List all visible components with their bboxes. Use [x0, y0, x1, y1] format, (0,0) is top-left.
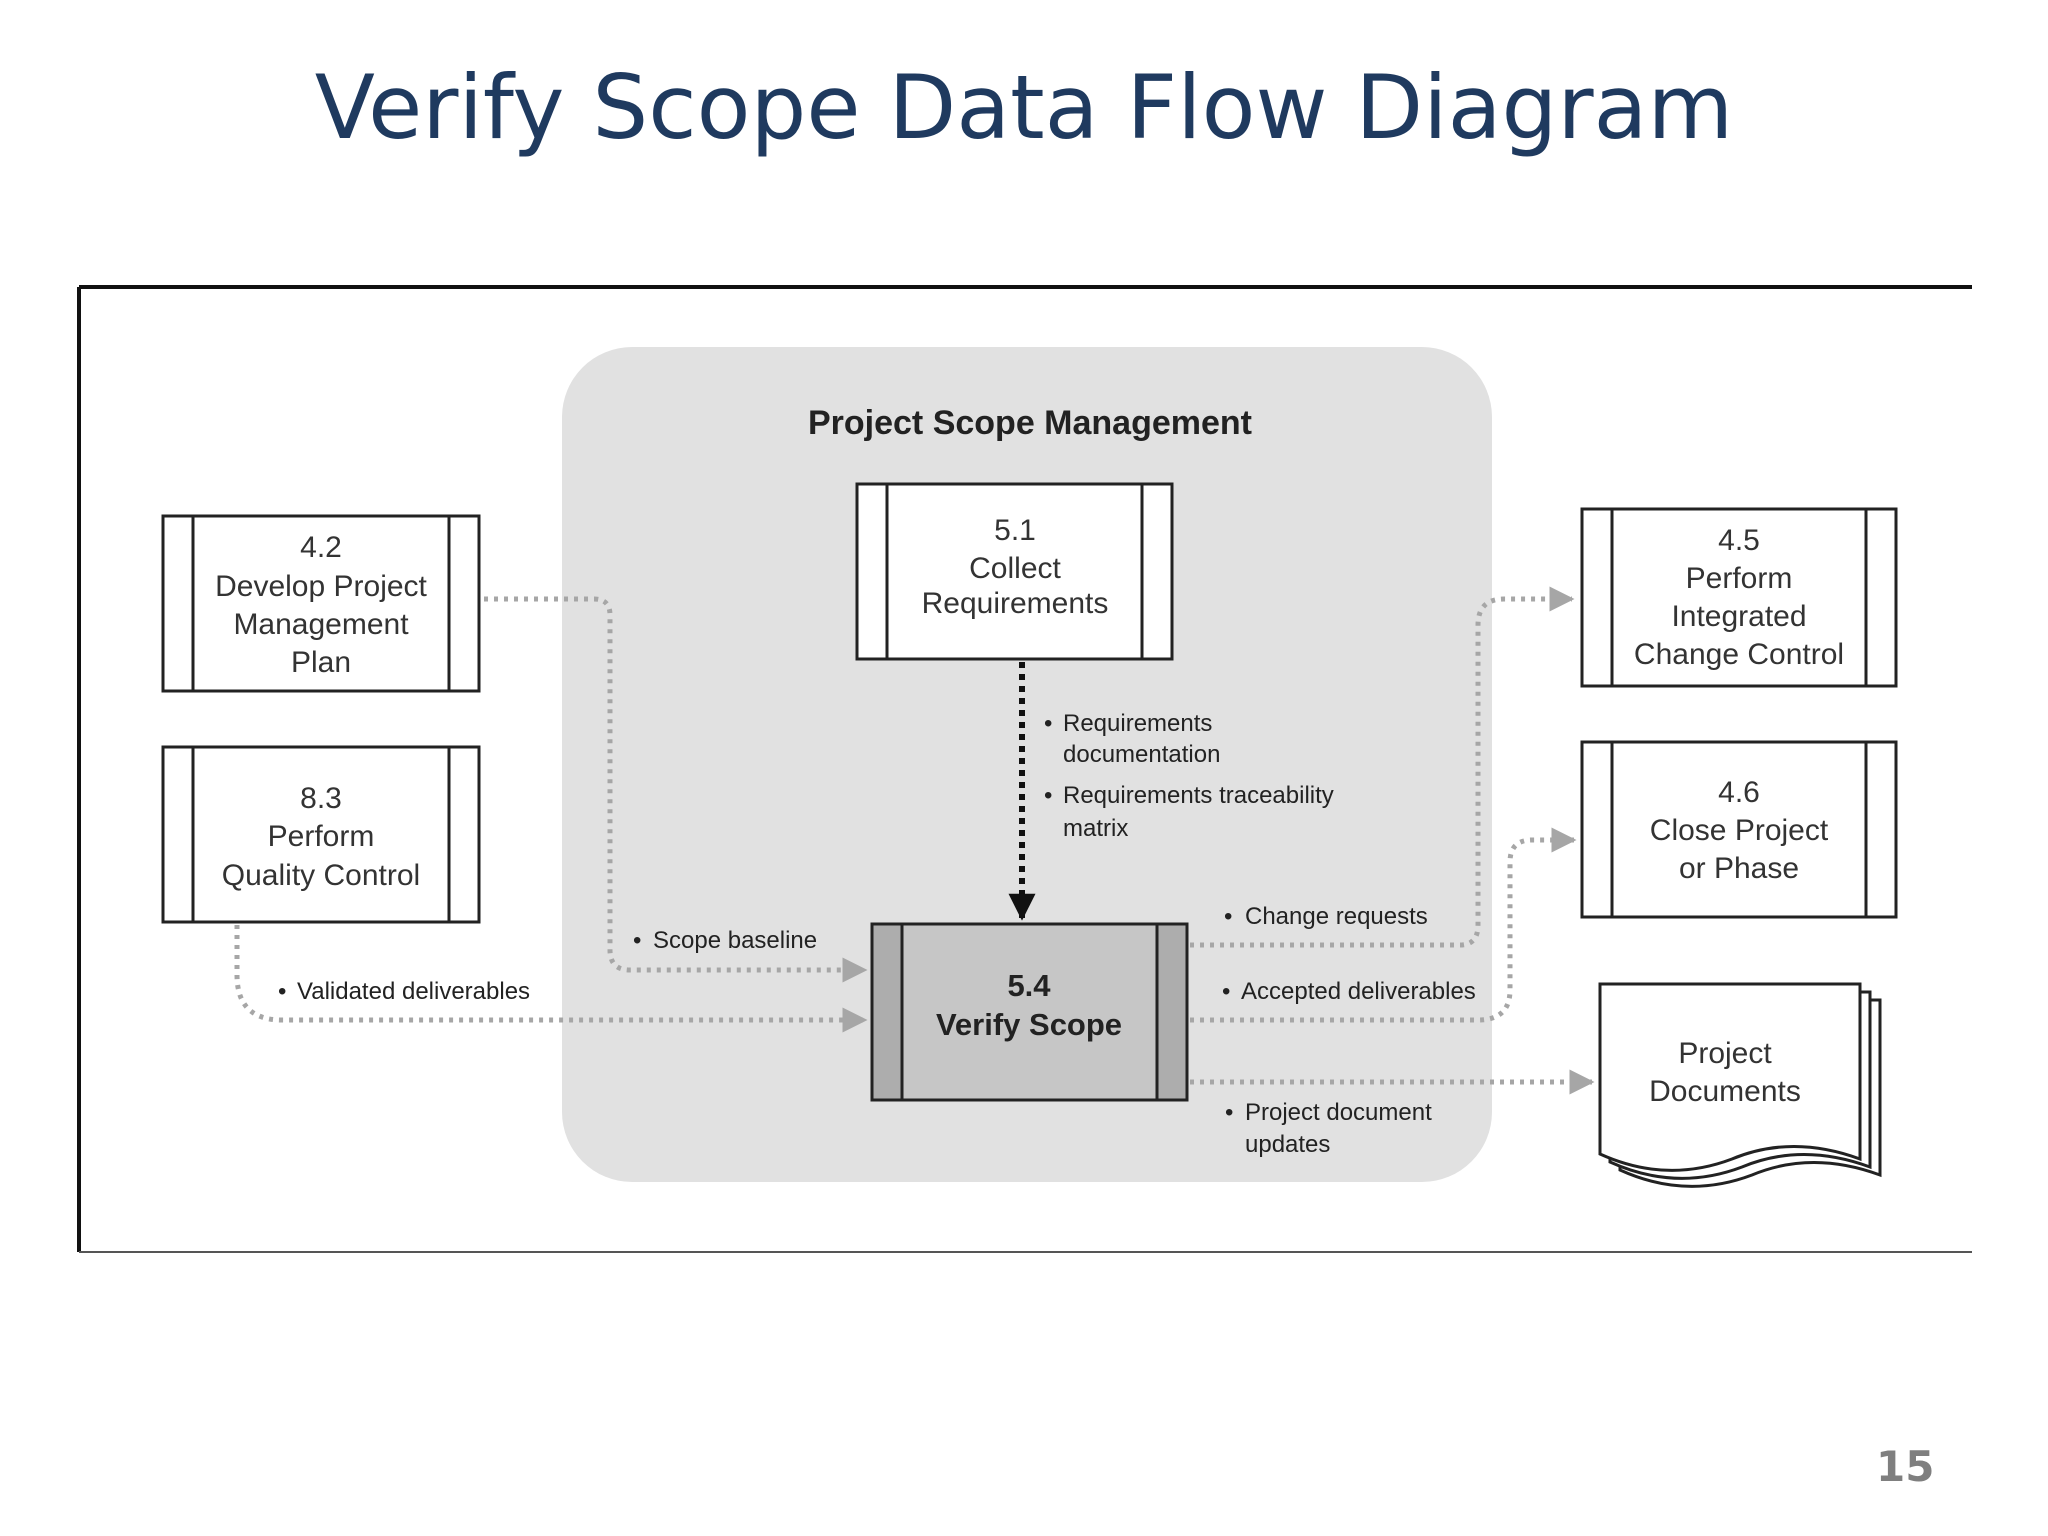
flow-label-scope-baseline: • Scope baseline — [633, 927, 817, 954]
process-number: 5.4 — [1007, 968, 1051, 1003]
flow-label-accepted-deliverables: • Accepted deliverables — [1222, 978, 1476, 1005]
flow-label-line: Requirements traceability — [1063, 782, 1334, 809]
process-box-4-6: 4.6 Close Project or Phase — [1580, 740, 1898, 919]
process-number: 4.2 — [300, 531, 342, 564]
flow-validated-deliverables — [234, 925, 868, 1033]
process-name-line: Change Control — [1634, 638, 1844, 671]
process-box-4-2: 4.2 Develop Project Management Plan — [161, 514, 481, 693]
flow-scope-baseline — [484, 596, 868, 983]
svg-text:•: • — [1225, 1099, 1233, 1126]
flow-change-requests — [1190, 586, 1575, 948]
document-name-line: Project — [1678, 1037, 1772, 1070]
svg-text:•: • — [278, 978, 286, 1005]
process-box-8-3: 8.3 Perform Quality Control — [161, 745, 481, 924]
scope-management-group — [562, 347, 1492, 1182]
flow-label-line: Project document — [1245, 1099, 1432, 1126]
project-documents-store: Project Documents — [1598, 982, 1882, 1188]
process-box-5-1: 5.1 Collect Requirements — [855, 482, 1174, 661]
svg-text:•: • — [1044, 710, 1052, 737]
process-name-line: Verify Scope — [936, 1007, 1122, 1042]
process-box-5-4: 5.4 Verify Scope — [870, 922, 1189, 1102]
flow-label-line: matrix — [1063, 815, 1128, 842]
group-label: Project Scope Management — [808, 404, 1252, 442]
document-name-line: Documents — [1649, 1075, 1801, 1108]
process-name-line: Plan — [291, 646, 351, 679]
flow-accepted-deliverables — [1190, 827, 1577, 1023]
flow-label-traceability-matrix: • Requirements traceability matrix — [1044, 782, 1334, 842]
svg-text:•: • — [1224, 903, 1232, 930]
process-name-line: Perform — [1686, 562, 1793, 595]
process-name-line: Develop Project — [215, 570, 427, 603]
process-number: 4.6 — [1718, 776, 1760, 809]
flow-label-line: updates — [1245, 1131, 1330, 1158]
process-name-line: Collect — [969, 552, 1061, 585]
flow-label-line: Accepted deliverables — [1241, 978, 1476, 1005]
page-number: 15 — [1876, 1442, 1935, 1491]
process-name-line: Integrated — [1671, 600, 1806, 633]
process-number: 8.3 — [300, 782, 342, 815]
flow-label-line: Scope baseline — [653, 927, 817, 954]
process-box-4-5: 4.5 Perform Integrated Change Control — [1580, 507, 1898, 688]
process-name-line: Management — [233, 608, 409, 641]
process-name-line: Perform — [268, 820, 375, 853]
process-number: 5.1 — [994, 514, 1036, 547]
process-name-line: or Phase — [1679, 852, 1799, 885]
diagram-frame — [77, 285, 1972, 1253]
process-number: 4.5 — [1718, 524, 1760, 557]
slide-title: Verify Scope Data Flow Diagram — [314, 56, 1734, 159]
flow-label-line: documentation — [1063, 741, 1220, 768]
flow-label-line: Requirements — [1063, 710, 1212, 737]
svg-text:•: • — [1044, 782, 1052, 809]
flow-label-project-document-updates: • Project document updates — [1225, 1099, 1432, 1158]
flow-label-change-requests: • Change requests — [1224, 903, 1428, 930]
flow-label-line: Change requests — [1245, 903, 1428, 930]
process-name-line: Quality Control — [222, 859, 420, 892]
flow-label-requirements-documentation: • Requirements documentation — [1044, 710, 1220, 768]
flow-label-validated-deliverables: • Validated deliverables — [278, 978, 530, 1005]
flow-label-line: Validated deliverables — [297, 978, 530, 1005]
process-name-line: Close Project — [1650, 814, 1829, 847]
svg-text:•: • — [1222, 978, 1230, 1005]
process-name-line: Requirements — [922, 587, 1109, 620]
svg-text:•: • — [633, 927, 641, 954]
